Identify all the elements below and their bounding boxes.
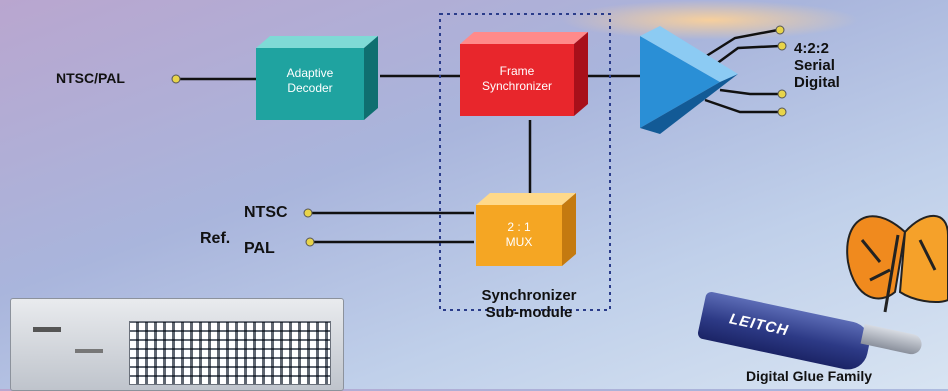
output-line-4 — [704, 98, 780, 114]
output-connector-icon — [777, 89, 787, 99]
product-caption: Digital Glue Family — [746, 368, 873, 384]
decoder-label-line-1: Adaptive — [286, 66, 334, 80]
frame-synchronizer-block — [460, 32, 588, 116]
output-line-1 — [699, 28, 779, 62]
output-connector-icon — [775, 25, 785, 35]
ref-label: Ref. — [200, 230, 231, 247]
ref-pal-label: PAL — [244, 240, 275, 257]
rack-vent-grille — [129, 321, 331, 385]
mux-label-line-1: 2 : 1 — [507, 220, 531, 234]
butterfly-icon — [846, 214, 948, 313]
mux-label: 2 : 1 MUX — [476, 220, 562, 250]
output-label-line-2: Serial — [794, 57, 835, 74]
submodule-outline — [439, 13, 611, 311]
ref-ntsc-label: NTSC — [244, 204, 288, 221]
rack-model-plate — [75, 349, 103, 353]
output-label-line-1: 4:2:2 — [794, 40, 830, 57]
submodule-label: Synchronizer Sub-module — [464, 287, 594, 321]
frame-synchronizer-label: Frame Synchronizer — [460, 64, 574, 94]
output-line-3 — [719, 88, 780, 96]
ntsc-pal-connector-icon — [171, 74, 181, 84]
output-label-line-3: Digital — [794, 74, 840, 91]
ref-ntsc-connector-icon — [303, 208, 313, 218]
output-label: 4:2:2 Serial Digital — [794, 40, 840, 91]
output-connector-icon — [777, 41, 787, 51]
frame-sync-label-line-2: Synchronizer — [481, 79, 553, 93]
output-connector-icon — [777, 107, 787, 117]
brand-logo: LEITCH — [727, 310, 791, 340]
submodule-label-line-1: Synchronizer — [481, 287, 577, 304]
mux-block — [476, 193, 576, 266]
frame-sync-label-line-1: Frame — [499, 64, 535, 78]
decoder-label-line-2: Decoder — [287, 81, 333, 95]
rack-logo-plate — [33, 327, 61, 332]
ref-pal-connector-icon — [305, 237, 315, 247]
adaptive-decoder-block — [256, 36, 378, 120]
mux-label-line-2: MUX — [505, 235, 533, 249]
rack-unit-image — [10, 298, 344, 391]
distribution-amplifier-icon — [640, 26, 738, 134]
decoder-label: Adaptive Decoder — [256, 66, 364, 96]
ntsc-pal-input-label: NTSC/PAL — [56, 70, 125, 86]
submodule-label-line-2: Sub-module — [485, 304, 573, 321]
